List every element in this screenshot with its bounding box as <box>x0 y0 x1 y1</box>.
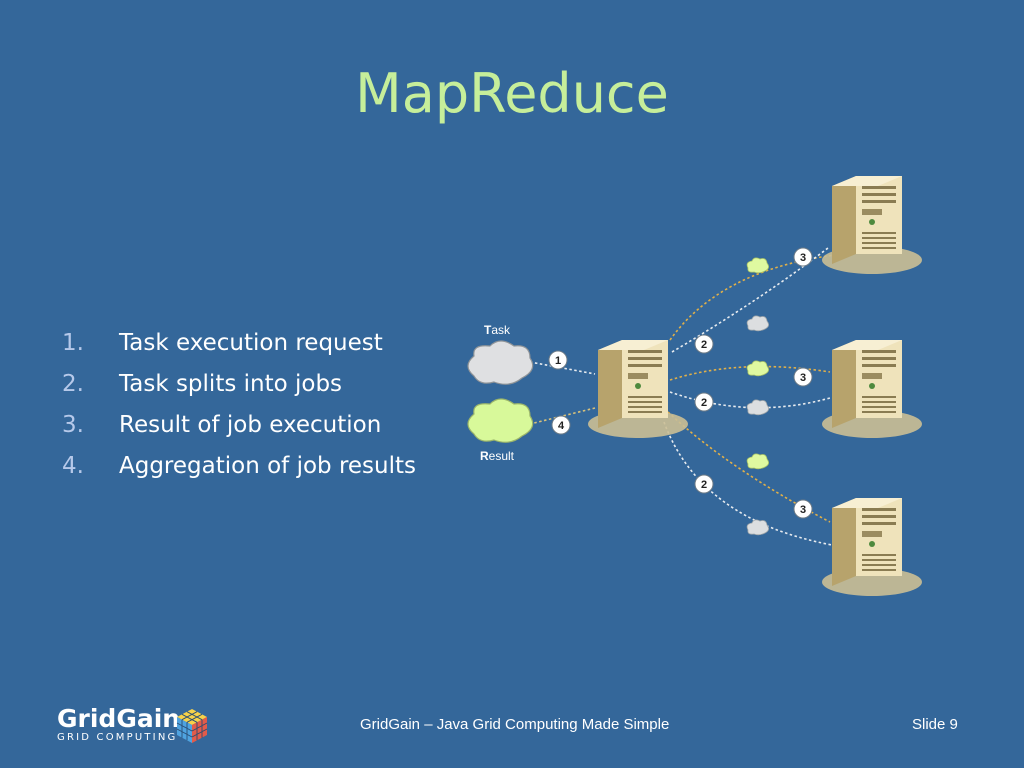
step-badge: 2 <box>694 392 714 412</box>
step-badge: 2 <box>694 334 714 354</box>
job-cloud-icon <box>746 519 769 536</box>
worker-server-icon <box>822 340 922 438</box>
step-badge: 3 <box>793 499 813 519</box>
list-item: 2.Task splits into jobs <box>62 370 343 397</box>
job-cloud-icon <box>746 315 769 332</box>
result-cloud-icon <box>467 398 534 443</box>
gridgain-logo: GridGain GRID COMPUTING <box>57 706 208 744</box>
job-cloud-icon <box>746 453 769 470</box>
step-badge: 3 <box>793 247 813 267</box>
svg-text:2: 2 <box>701 479 707 491</box>
svg-text:1: 1 <box>555 355 561 367</box>
worker-server-icon <box>822 498 922 596</box>
arrow-paths <box>529 247 836 546</box>
list-item: 1.Task execution request <box>62 329 383 356</box>
task-label: Task <box>484 323 511 337</box>
svg-text:2: 2 <box>701 397 707 409</box>
step-badge: 4 <box>551 415 571 435</box>
job-cloud-icon <box>746 399 769 416</box>
slide-title: MapReduce <box>355 62 669 125</box>
svg-text:3: 3 <box>800 372 806 384</box>
svg-text:3: 3 <box>800 504 806 516</box>
task-cloud-icon <box>467 340 534 385</box>
svg-text:4: 4 <box>558 420 565 432</box>
job-cloud-icon <box>746 257 769 274</box>
svg-text:3: 3 <box>800 252 806 264</box>
step-badge: 1 <box>548 350 568 370</box>
step-badge: 2 <box>694 474 714 494</box>
job-cloud-icon <box>746 360 769 377</box>
steps-list: 1.Task execution request 2.Task splits i… <box>62 322 416 486</box>
master-server-icon <box>588 340 688 438</box>
svg-text:2: 2 <box>701 339 707 351</box>
list-item: 3.Result of job execution <box>62 411 382 438</box>
list-item: 4.Aggregation of job results <box>62 452 417 479</box>
rubik-cube-icon <box>176 709 208 743</box>
worker-server-icon <box>822 176 922 274</box>
step-badge: 3 <box>793 367 813 387</box>
slide-number: Slide 9 <box>912 716 958 733</box>
result-label: Result <box>480 449 515 463</box>
footer-text: GridGain – Java Grid Computing Made Simp… <box>360 716 670 733</box>
